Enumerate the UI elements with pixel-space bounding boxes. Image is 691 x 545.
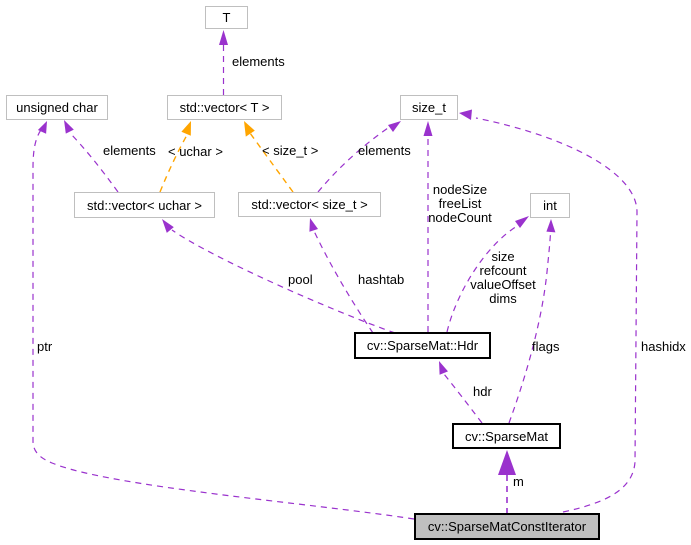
arrowhead-template-uchar (181, 121, 191, 136)
arrowhead-nodefields (423, 121, 433, 136)
arrowhead-hashtab (309, 218, 318, 232)
arrowhead-template-sizet (244, 121, 255, 137)
node-t: T (205, 6, 248, 29)
edge-label-pool: pool (288, 272, 313, 287)
edge-label-elements-uchar: elements (103, 143, 156, 158)
node-int: int (530, 193, 570, 218)
edge-template-vectorSizeT-to-vectorT (249, 132, 294, 193)
edge-label-hdr: hdr (473, 384, 492, 399)
edge-label-ptr: ptr (37, 339, 53, 354)
edge-hashtab-hdr-to-vectorSizeT (313, 230, 374, 334)
edge-label-elements-t: elements (232, 54, 285, 69)
node-sparsemat[interactable]: cv::SparseMat (452, 423, 561, 449)
arrowhead-ptr (37, 121, 47, 134)
node-sparsemat-hdr[interactable]: cv::SparseMat::Hdr (354, 332, 491, 359)
arrowhead-elements-t (219, 30, 228, 45)
arrowhead-flags (546, 219, 556, 233)
node-size-t: size_t (400, 95, 458, 120)
node-unsigned-char: unsigned char (6, 95, 108, 120)
edge-label-template-size-t: < size_t > (262, 143, 319, 158)
edge-label-flags: flags (532, 339, 560, 354)
node-sparsemat-const-iterator: cv::SparseMatConstIterator (414, 513, 600, 540)
arrowhead-m (498, 450, 516, 475)
edge-label-hdr-size-t-fields: nodeSize freeList nodeCount (428, 182, 492, 225)
edge-elements-vectorSizeT-to-sizeT (317, 127, 389, 193)
edge-hdr-sparsemat-to-hdr (443, 373, 483, 424)
edge-hashidx-iterator-to-sizeT (475, 117, 638, 513)
edge-label-template-uchar: < uchar > (168, 144, 223, 159)
node-vector-size-t: std::vector< size_t > (238, 192, 381, 217)
edge-ptr-iterator-to-unsignedChar (32, 125, 415, 520)
node-vector-t: std::vector< T > (167, 95, 282, 120)
arrowhead-hashidx (459, 109, 472, 120)
edge-label-hashtab: hashtab (358, 272, 405, 287)
edge-flags-sparsemat-to-int (508, 232, 552, 424)
arrowhead-elements-uchar (64, 120, 74, 134)
edge-label-hdr-int-fields: size refcount valueOffset dims (470, 249, 536, 306)
arrowhead-elements-sizet (388, 121, 401, 132)
arrowhead-intfields (515, 216, 529, 228)
arrowhead-pool (162, 219, 174, 233)
edge-elements-vectorUchar-to-unsignedChar (69, 132, 119, 193)
edge-template-vectorUchar-to-vectorT (159, 134, 188, 193)
edge-label-hashidx: hashidx (641, 339, 686, 354)
edge-label-elements-size-t: elements (358, 143, 411, 158)
edge-pool-hdr-to-vectorUchar (171, 229, 396, 334)
edge-intfields-hdr-to-int (446, 225, 518, 333)
edge-label-m: m (513, 474, 524, 489)
node-vector-uchar: std::vector< uchar > (74, 192, 215, 218)
arrowhead-hdr (439, 361, 448, 375)
